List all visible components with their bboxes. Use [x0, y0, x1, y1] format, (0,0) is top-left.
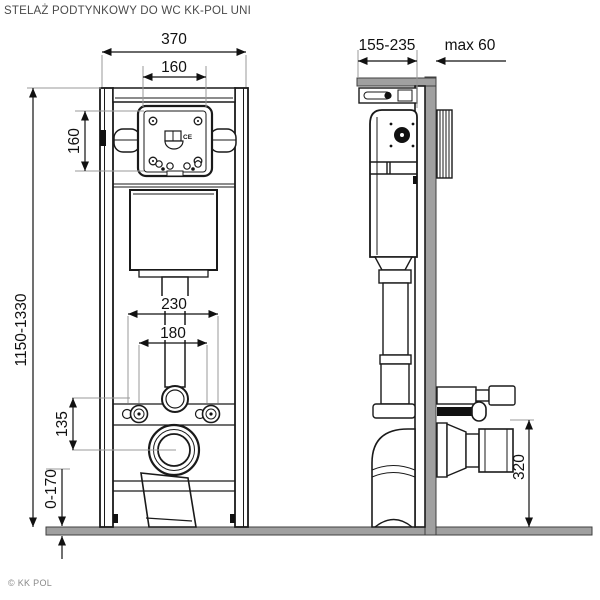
drain-elbow-side [371, 428, 416, 528]
top-crossbar [112, 87, 236, 103]
flush-valve-glyph: CE [164, 130, 193, 150]
mounting-bolt-right [194, 404, 221, 424]
svg-text:135: 135 [54, 411, 71, 437]
dim-depth-range: 155-235 [357, 37, 418, 108]
panel-side-wings [113, 128, 237, 153]
foot-clip-right [230, 514, 235, 523]
svg-text:320: 320 [511, 454, 528, 480]
side-view [356, 76, 516, 536]
page-title: STELAŻ PODTYNKOWY DO WC KK-POL UNI [4, 5, 252, 17]
top-bracket-plate [356, 77, 437, 87]
foot-clip-left [113, 514, 118, 523]
flush-pipe-side [372, 256, 416, 419]
frame-rail-left [99, 87, 114, 528]
svg-text:180: 180 [160, 325, 186, 342]
mounting-rod [437, 401, 487, 422]
dim-panel-height: 160 [66, 110, 144, 172]
svg-text:0-170: 0-170 [43, 469, 60, 509]
wall-hatch-block [436, 109, 453, 179]
svg-text:max 60: max 60 [445, 37, 496, 54]
mounting-bolt-left [121, 404, 149, 424]
cistern-clip [413, 176, 417, 184]
dim-bolt-spacing: 180 [138, 325, 208, 403]
flush-pipe-socket [161, 385, 189, 413]
svg-text:230: 230 [161, 296, 187, 313]
supply-valve-dot [384, 91, 392, 100]
panel-bottom-fittings [155, 160, 202, 177]
dim-panel-width: 160 [142, 59, 207, 107]
dim-foot-adjustment: 0-170 [43, 468, 70, 559]
svg-text:370: 370 [161, 31, 187, 48]
dim-outer-spacing: 230 [127, 296, 219, 403]
copyright-note: © KK POL [8, 578, 53, 588]
cistern-knob [389, 122, 415, 148]
dim-outlet-height: 320 [510, 419, 534, 527]
cistern-side [369, 109, 418, 258]
svg-text:1150-1330: 1150-1330 [13, 293, 30, 366]
dim-wall-max: max 60 [436, 37, 506, 65]
frame-rail-side [414, 85, 426, 528]
flush-connector [436, 385, 516, 406]
drain-pipe-front [140, 472, 197, 528]
svg-text:160: 160 [161, 59, 187, 76]
dim-bolt-to-outlet: 135 [54, 397, 176, 451]
dimensions: 370 160 160 1150-1330 [13, 31, 534, 559]
frame-rail-right [234, 87, 249, 528]
lower-crossbar [113, 480, 235, 492]
svg-text:155-235: 155-235 [359, 37, 416, 54]
ce-mark: CE [183, 134, 193, 141]
access-panel: CE [136, 104, 214, 178]
wall-section [424, 76, 437, 536]
dim-overall-height: 1150-1330 [13, 87, 101, 527]
cistern-front [129, 189, 218, 278]
svg-text:160: 160 [66, 128, 83, 154]
dim-overall-width: 370 [101, 31, 247, 87]
water-supply-assembly [358, 87, 418, 104]
floor [45, 526, 593, 536]
rail-clip [100, 130, 106, 146]
drain-connector [436, 422, 514, 478]
